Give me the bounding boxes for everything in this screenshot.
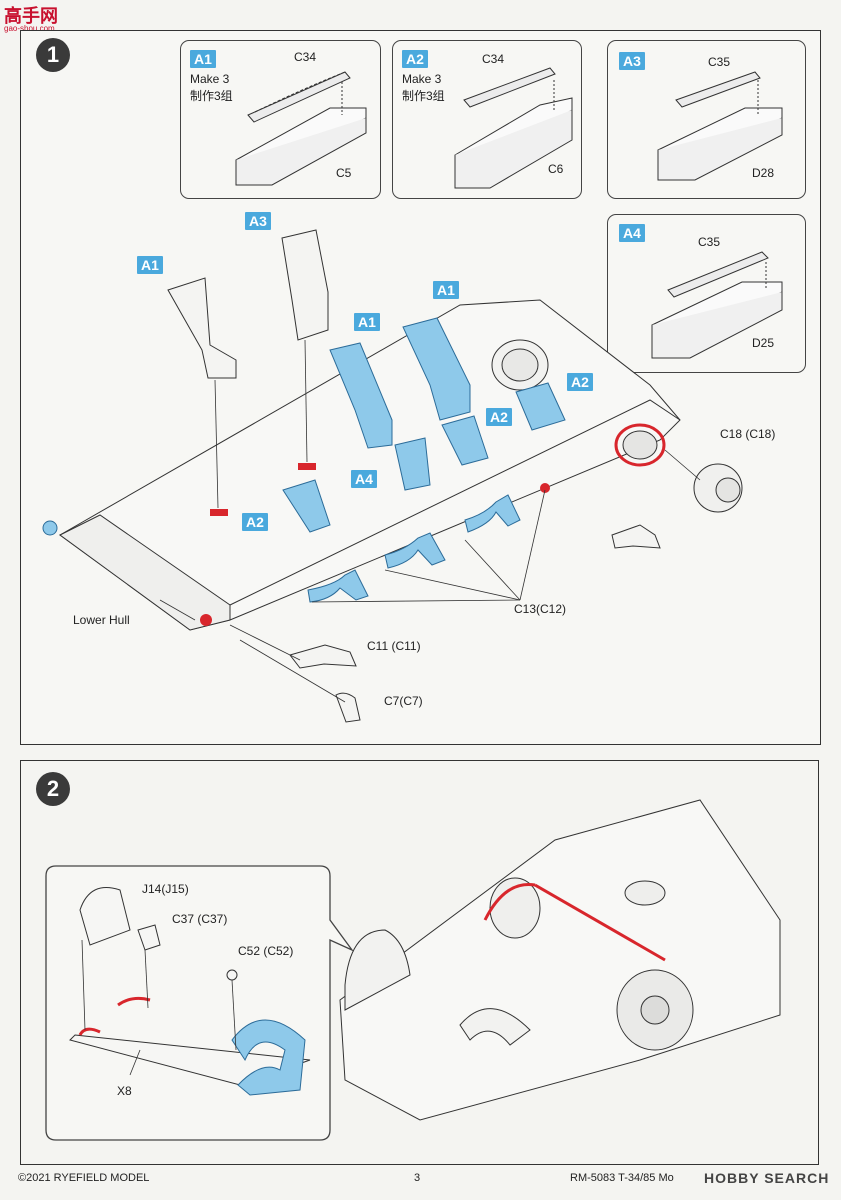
tag-a1-mid: A1 <box>354 313 380 331</box>
label-c37: C37 (C37) <box>172 912 228 926</box>
box-a4-part-label: D25 <box>752 336 775 350</box>
label-j14: J14(J15) <box>142 882 189 896</box>
box-a1-spring-label: C34 <box>294 50 317 64</box>
leader-lines-step1 <box>159 339 701 703</box>
box-a1-note: Make 3 <box>190 72 230 86</box>
footer-copyright: ©2021 RYEFIELD MODEL <box>18 1172 150 1184</box>
label-c13: C13(C12) <box>514 602 567 616</box>
box-a2-spring-label: C34 <box>482 52 505 66</box>
step2-number: 2 <box>36 772 70 806</box>
box-a1-parts <box>235 71 367 186</box>
box-a4-spring-label: C35 <box>698 235 721 249</box>
tag-box-a4: A4 <box>619 224 645 242</box>
tag-a3: A3 <box>245 212 271 230</box>
tag-box-a2: A2 <box>402 50 428 68</box>
footer-model-ref: RM-5083 T-34/85 Mo <box>570 1172 674 1184</box>
label-lower-hull: Lower Hull <box>73 613 130 627</box>
step2-hull <box>339 799 781 1121</box>
tag-a1-left: A1 <box>137 256 163 274</box>
footer-page-number: 3 <box>414 1172 421 1184</box>
label-x8: X8 <box>117 1084 132 1098</box>
step2-callout-parts <box>69 887 311 1086</box>
lower-hull <box>59 299 681 631</box>
tag-box-a3: A3 <box>619 52 645 70</box>
footer-watermark: HOBBY SEARCH <box>704 1170 830 1186</box>
leader-lines-step2 <box>81 939 237 1076</box>
blue-suspension-parts <box>42 317 566 603</box>
c18-hub <box>693 463 743 513</box>
label-c52: C52 (C52) <box>238 944 294 958</box>
tag-a2-mid: A2 <box>486 408 512 426</box>
box-a2-note: Make 3 <box>402 72 442 86</box>
step2-red-marks <box>78 996 151 1036</box>
step2-frame <box>20 760 819 1165</box>
tag-a4: A4 <box>351 470 377 488</box>
box-a2-part-label: C6 <box>548 162 564 176</box>
site-logo: 高手网 gao-shou.com <box>0 0 80 40</box>
red-marks <box>200 463 550 626</box>
step1-number: 1 <box>36 38 70 72</box>
box-a3-spring-label: C35 <box>708 55 731 69</box>
label-c18: C18 (C18) <box>720 427 776 441</box>
tag-box-a1: A1 <box>190 50 216 68</box>
grey-spring-housings <box>167 229 329 379</box>
label-c7: C7(C7) <box>384 694 423 708</box>
box-a3-part-label: D28 <box>752 166 775 180</box>
box-a1-note-cn: 制作3组 <box>190 89 233 103</box>
red-sprocket-ring <box>614 423 666 467</box>
step2-red-strip <box>483 882 666 962</box>
box-a3-parts <box>657 71 783 181</box>
box-a2-parts <box>454 67 573 189</box>
label-c11: C11 (C11) <box>367 639 421 653</box>
tag-a2-left: A2 <box>242 513 268 531</box>
logo-url-text: gao-shou.com <box>4 24 55 33</box>
logo-text: 高手网 <box>4 6 58 26</box>
box-a2-note-cn: 制作3组 <box>402 89 445 103</box>
box-a1-part-label: C5 <box>336 166 352 180</box>
tag-a1-right: A1 <box>433 281 459 299</box>
blue-fender <box>231 1019 306 1096</box>
box-a4-parts <box>651 251 783 359</box>
tag-a2-right: A2 <box>567 373 593 391</box>
